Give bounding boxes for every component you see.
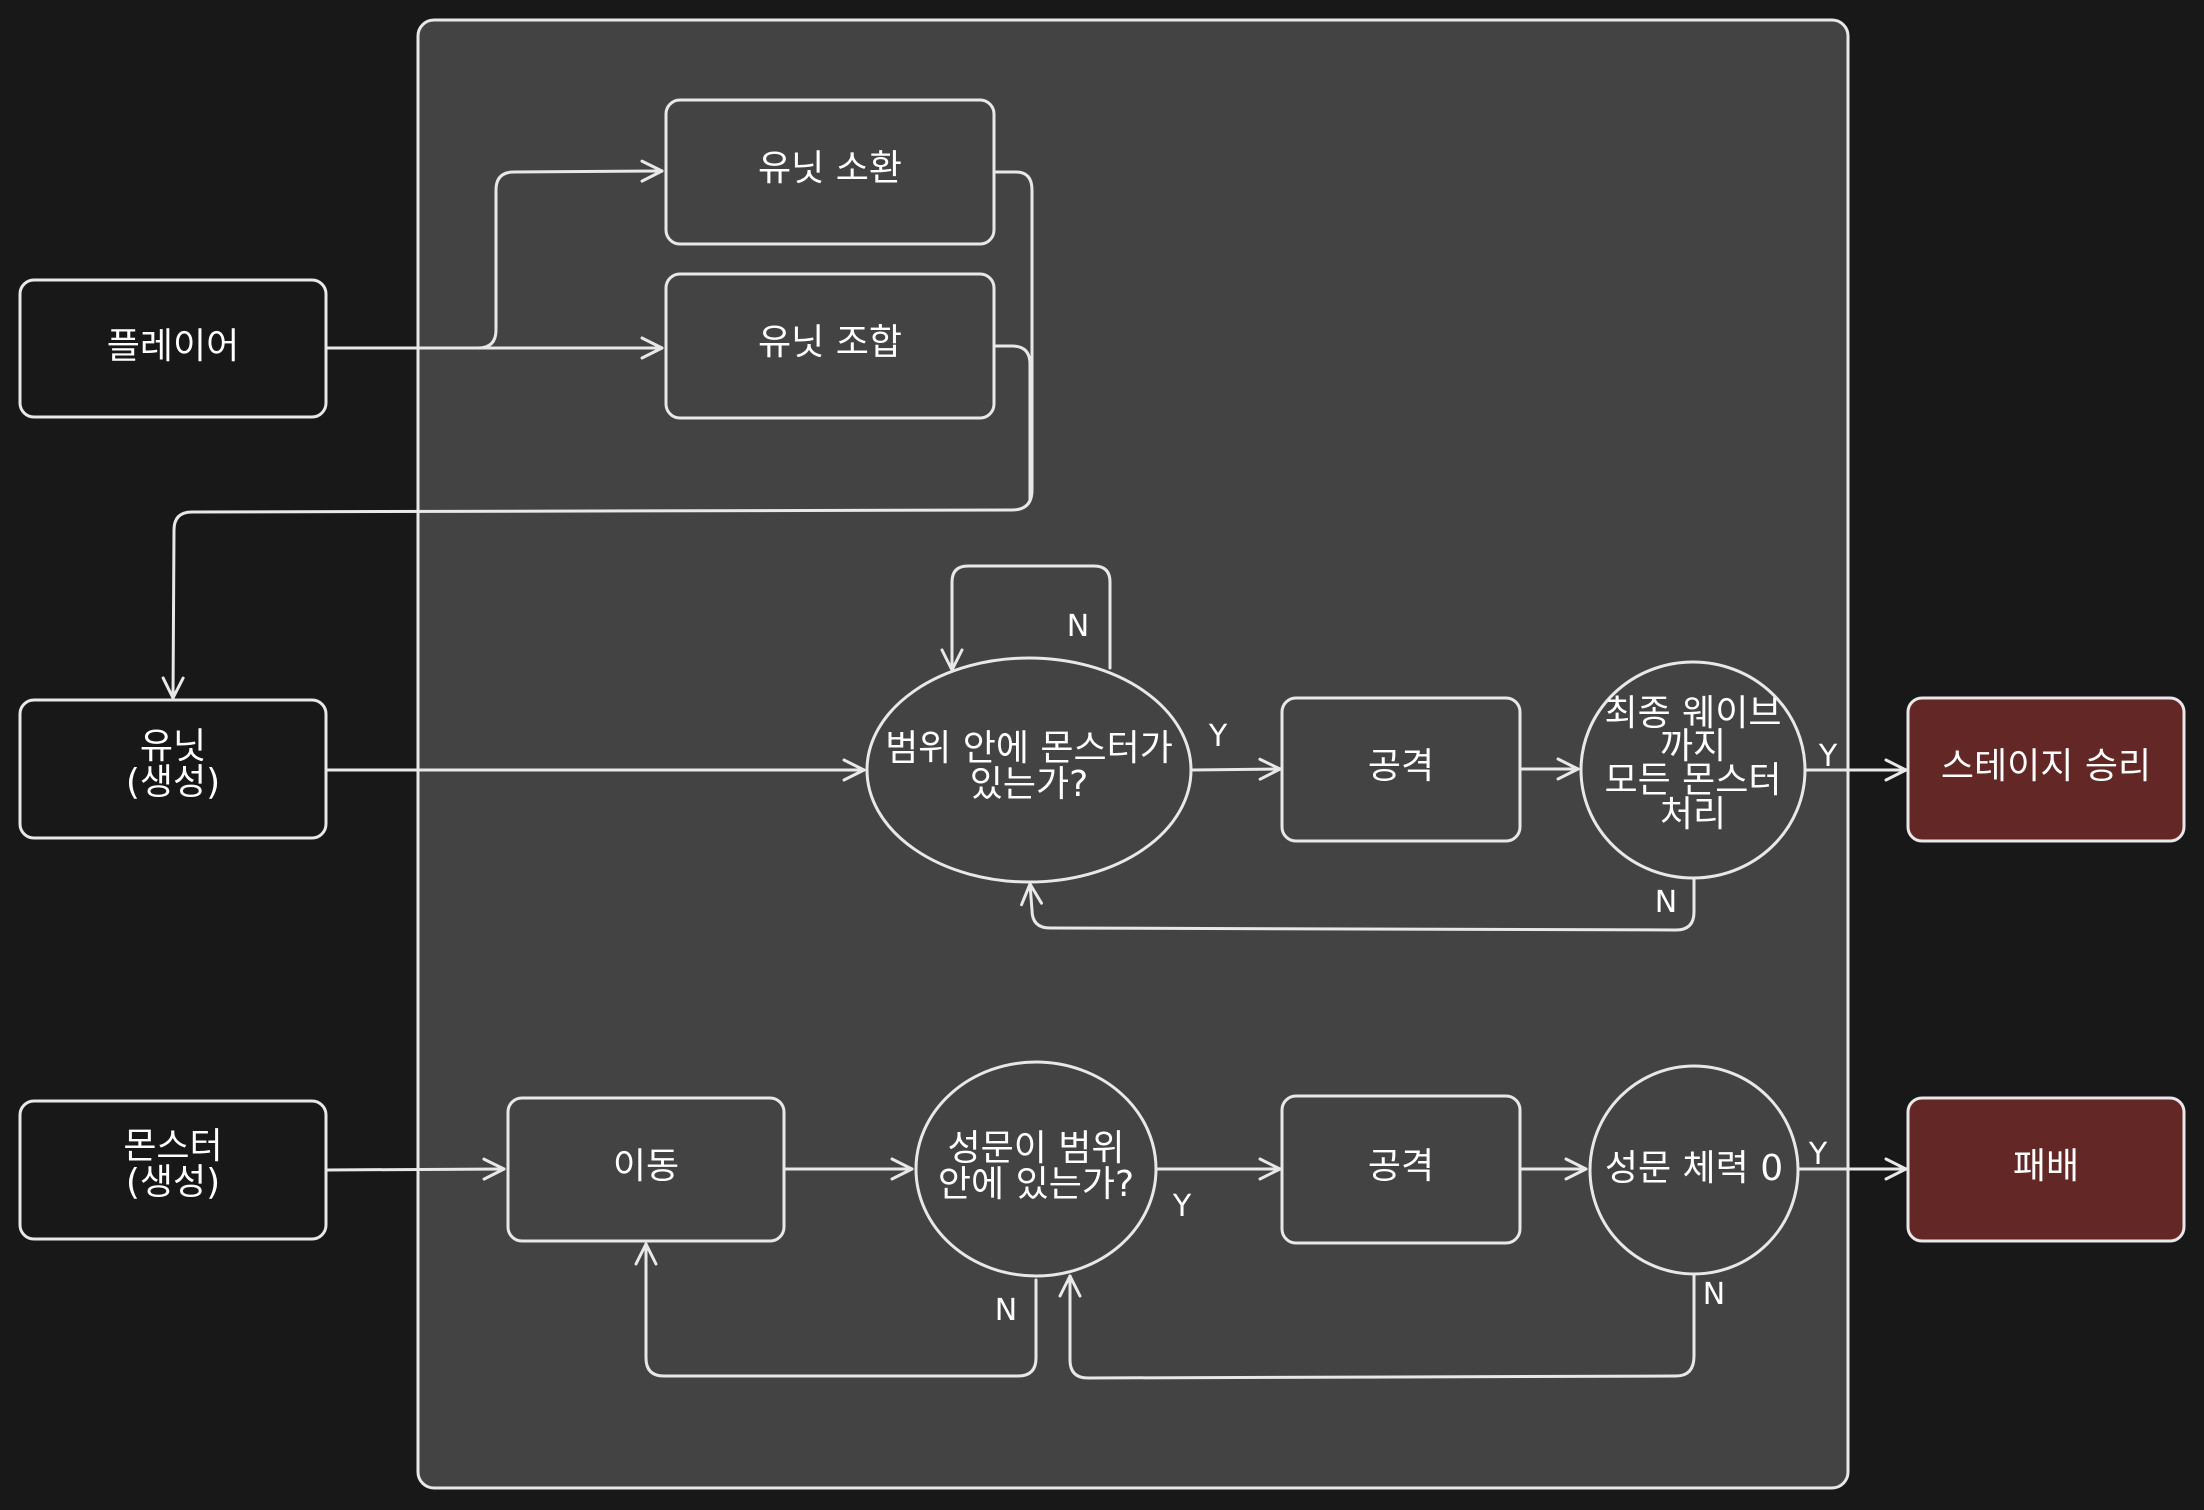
gate-range-label-1: 성문이 범위	[947, 1128, 1124, 1169]
monster-gen-label-1: 몬스터	[123, 1126, 222, 1167]
node-stage-win: 스테이지 승리	[1906, 696, 2186, 843]
in-range-label-2: 있는가?	[970, 764, 1088, 805]
edge-hp-back	[1058, 1272, 1696, 1380]
move-label: 이동	[613, 1146, 679, 1187]
unit-gen-label-1: 유닛	[140, 726, 206, 767]
wave-no-label: N	[1655, 885, 1677, 920]
node-monster-gen: 몬스터 (생성)	[18, 1099, 328, 1241]
node-gate-range-decision: 성문이 범위 안에 있는가?	[914, 1060, 1158, 1278]
edge-range-loop	[940, 564, 1112, 672]
edge-labels: N Y Y N Y N Y N	[995, 609, 1838, 1328]
edges	[161, 159, 1908, 1380]
edge-gate-back	[634, 1242, 1038, 1378]
node-unit-summon: 유닛 소환	[664, 98, 996, 246]
gate-no-label: N	[995, 1293, 1017, 1328]
final-wave-label-2: 까지	[1660, 726, 1726, 767]
gate-range-label-2: 안에 있는가?	[938, 1164, 1134, 1205]
monster-gen-label-2: (생성)	[126, 1162, 220, 1203]
edge-summon-bus	[161, 170, 1034, 700]
range-no-label: N	[1067, 609, 1089, 644]
gate-yes-label: Y	[1172, 1189, 1192, 1224]
player-label: 플레이어	[107, 326, 239, 367]
unit-summon-label: 유닛 소환	[758, 148, 902, 189]
node-attack-monster: 공격	[1280, 1094, 1522, 1245]
final-wave-label-4: 처리	[1660, 794, 1726, 835]
hp-yes-label: Y	[1808, 1137, 1828, 1172]
range-yes-label: Y	[1208, 719, 1228, 754]
edge-monster-move	[324, 1157, 506, 1181]
wave-yes-label: Y	[1818, 739, 1838, 774]
unit-combine-label: 유닛 조합	[758, 322, 902, 363]
node-move: 이동	[506, 1096, 786, 1243]
gate-hp-label: 성문 체력 0	[1605, 1148, 1783, 1189]
node-unit-combine: 유닛 조합	[664, 272, 996, 420]
attack-unit-label: 공격	[1368, 746, 1434, 787]
node-gate-hp-decision: 성문 체력 0	[1588, 1064, 1800, 1276]
hp-no-label: N	[1703, 1277, 1725, 1312]
in-range-label-1: 범위 안에 몬스터가	[885, 728, 1173, 769]
node-defeat: 패배	[1906, 1096, 2186, 1243]
defeat-label: 패배	[2013, 1146, 2079, 1187]
node-in-range-decision: 범위 안에 몬스터가 있는가?	[865, 656, 1193, 884]
unit-gen-label-2: (생성)	[126, 762, 220, 803]
node-final-wave-decision: 최종 웨이브 까지 모든 몬스터 처리	[1579, 660, 1807, 880]
stage-win-label: 스테이지 승리	[1941, 746, 2151, 787]
attack-monster-label: 공격	[1368, 1146, 1434, 1187]
node-attack-unit: 공격	[1280, 696, 1522, 843]
node-player: 플레이어	[18, 278, 328, 419]
final-wave-label-1: 최종 웨이브	[1604, 693, 1781, 734]
edge-wave-back	[1020, 876, 1696, 932]
edge-combine-bus	[994, 344, 1032, 502]
final-wave-label-3: 모든 몬스터	[1604, 760, 1781, 801]
edge-range-attack	[1190, 757, 1282, 781]
node-unit-gen: 유닛 (생성)	[18, 698, 328, 840]
